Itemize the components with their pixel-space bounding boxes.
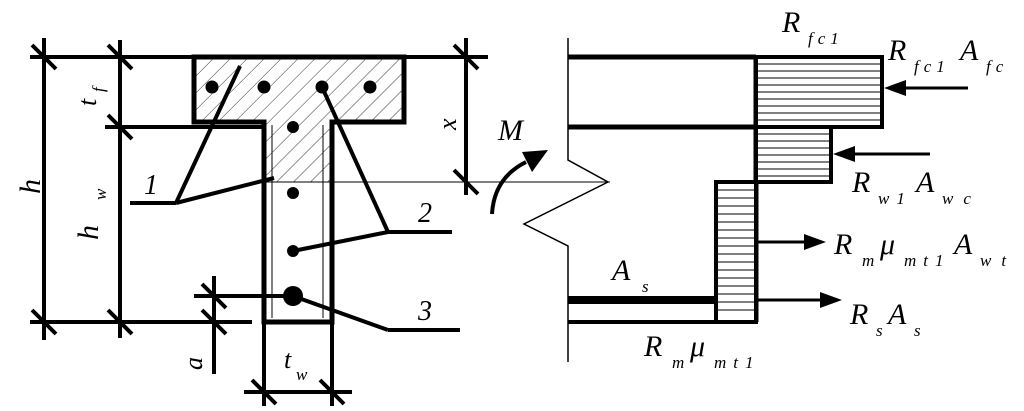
label-hw: h [72,225,105,240]
dim-tw [244,324,352,406]
label-tf: t [73,98,102,106]
label-x: x [433,118,462,131]
svg-text:mt1: mt1 [904,251,951,270]
svg-text:m: m [672,353,684,372]
svg-text:A: A [958,34,979,67]
svg-text:μ: μ [689,330,705,363]
svg-text:w1: w1 [878,189,912,208]
svg-text:A: A [886,298,907,331]
svg-text:R: R [781,6,800,39]
svg-text:fc1: fc1 [808,29,844,48]
flange-bar [363,80,377,94]
stress-block-web-tension [714,180,758,324]
leader-2 [292,86,452,253]
leader-3 [292,294,460,332]
section-outline [191,54,407,325]
svg-text:s: s [914,321,921,340]
flange-bar [205,80,219,94]
svg-text:R: R [643,330,662,363]
svg-text:R: R [887,34,906,67]
leader-1 [130,65,275,205]
web-bar [287,121,299,133]
label-3: 3 [417,296,432,327]
label-a: a [179,357,208,370]
svg-text:μ: μ [879,228,895,261]
label-rm-mu: R m μ mt1 [643,330,761,372]
svg-text:fc1: fc1 [914,57,950,76]
label-tw-sub: w [296,365,308,384]
svg-text:A: A [610,254,631,287]
svg-text:R: R [833,228,852,261]
compression-zone-web [265,122,332,182]
moment-arrow [490,150,548,215]
svg-text:wc: wc [942,189,981,208]
label-tf-sub: f [89,85,108,92]
label-rm-mu-awt: R m μ mt1 A wt [833,228,1016,270]
dim-hw [105,40,265,338]
label-h: h [14,179,47,194]
label-rfc1: R fc1 [781,6,844,48]
label-as: A s [610,254,649,296]
svg-text:R: R [851,166,870,199]
label-hw-sub: w [91,188,110,200]
arrow-rs-as [756,292,842,308]
label-rfc1-afc: R fc1 A fc [887,34,1008,76]
label-1: 1 [144,170,158,201]
flange-bar [257,80,271,94]
svg-text:A: A [952,228,973,261]
arrow-fc1-afc [884,80,968,96]
dim-a [194,276,286,374]
label-M: M [497,114,525,147]
label-2: 2 [418,198,432,229]
svg-text:R: R [849,298,868,331]
svg-text:s: s [876,321,883,340]
arrow-wt [758,234,826,250]
svg-text:wt: wt [980,251,1016,270]
dim-x [404,38,488,196]
svg-text:A: A [914,166,935,199]
label-rw1-awc: R w1 A wc [851,166,981,208]
arrow-w1-awc [833,146,930,162]
stress-block-flange [754,55,884,129]
web-bar [287,187,299,199]
svg-text:m: m [862,251,874,270]
label-rs-as: R s A s [849,298,921,340]
break-line [522,38,610,362]
dim-h [30,38,196,340]
stress-block-web-compression [754,125,833,184]
svg-text:s: s [642,277,649,296]
label-tw: t [284,345,292,374]
svg-text:mt1: mt1 [714,353,761,372]
svg-text:fc: fc [986,57,1008,76]
